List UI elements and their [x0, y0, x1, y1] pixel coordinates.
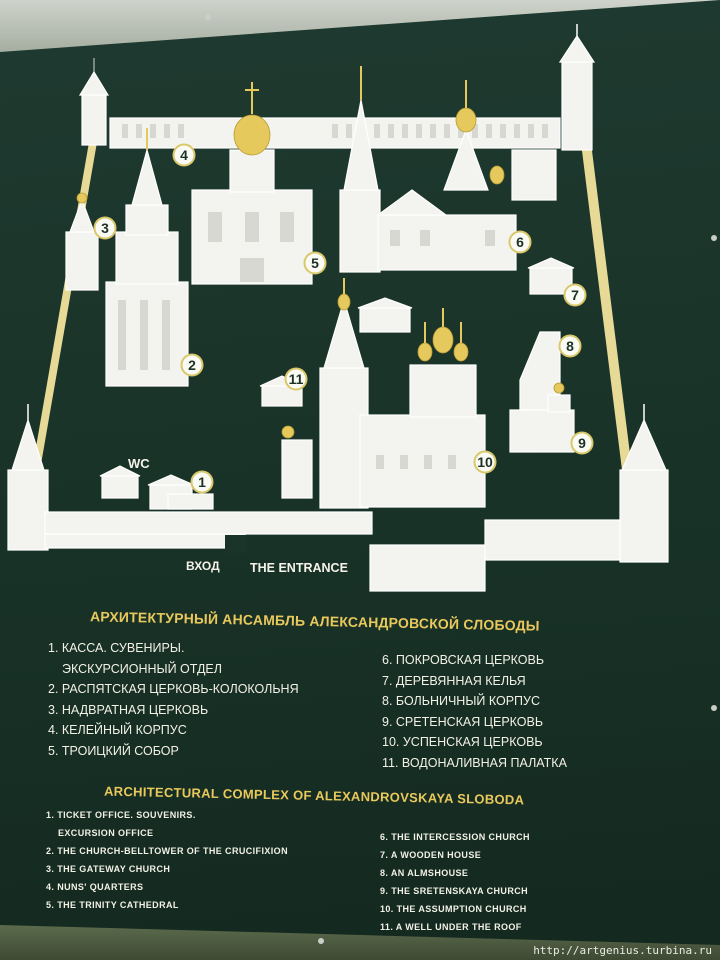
map-marker-number: 5	[311, 255, 319, 271]
map-marker-9: 9	[570, 431, 594, 455]
legend-item: 11. A WELL UNDER THE ROOF	[380, 922, 522, 932]
building-nuns-quarters	[109, 117, 561, 149]
legend-item: 11. ВОДОНАЛИВНАЯ ПАЛАТКА	[382, 755, 567, 770]
legend-item: 4. КЕЛЕЙНЫЙ КОРПУС	[48, 723, 187, 737]
legend-item: 3. НАДВРАТНАЯ ЦЕРКОВЬ	[48, 702, 209, 717]
map-marker-7: 7	[563, 283, 587, 307]
building-assumption-church	[281, 278, 486, 509]
map-marker-1: 1	[190, 470, 214, 494]
legend-item: 9. THE SRETENSKAYA CHURCH	[380, 886, 529, 896]
legend-ru-right: 6. ПОКРОВСКАЯ ЦЕРКОВЬ 7. ДЕРЕВЯННАЯ КЕЛЬ…	[382, 650, 567, 773]
legend-item: 5. THE TRINITY CATHEDRAL	[46, 900, 179, 910]
legend-en-right: 6. THE INTERCESSION CHURCH 7. A WOODEN H…	[380, 828, 530, 936]
building-almshouse	[519, 331, 561, 411]
legend-item: 7. A WOODEN HOUSE	[380, 850, 482, 860]
east-wall	[575, 95, 632, 470]
watermark: http://artgenius.turbina.ru	[533, 944, 712, 957]
map-marker-10: 10	[473, 450, 497, 474]
legend-item: 7. ДЕРЕВЯННАЯ КЕЛЬЯ	[382, 673, 526, 688]
map-marker-3: 3	[93, 216, 117, 240]
legend-item: 1. КАССА. СУВЕНИРЫ.	[48, 641, 185, 655]
tower-northwest	[78, 58, 110, 146]
legend-item: 2. THE CHURCH-BELLTOWER OF THE CRUCIFIXI…	[46, 846, 288, 856]
legend-item: ЭКСКУРСИОННЫЙ ОТДЕЛ	[62, 661, 222, 676]
map-marker-number: 6	[516, 234, 524, 250]
building-belltower-crucifixion	[105, 128, 189, 387]
rivet	[711, 705, 717, 711]
tower-northeast	[558, 24, 596, 151]
map-marker-number: 7	[571, 287, 579, 303]
tower-southeast	[619, 404, 669, 563]
legend-item: 5. ТРОИЦКИЙ СОБОР	[48, 743, 179, 758]
map-marker-5: 5	[303, 251, 327, 275]
map-marker-8: 8	[558, 334, 582, 358]
legend-item: EXCURSION OFFICE	[58, 828, 154, 838]
legend-item: 4. NUNS' QUARTERS	[46, 882, 144, 892]
map-marker-6: 6	[508, 230, 532, 254]
map-marker-number: 4	[180, 147, 188, 163]
legend-item: 10. УСПЕНСКАЯ ЦЕРКОВЬ	[382, 735, 543, 749]
legend-item: 8. БОЛЬНИЧНЫЙ КОРПУС	[382, 694, 540, 708]
tower-southwest	[7, 404, 49, 551]
map-marker-number: 1	[198, 474, 206, 490]
legend-item: 1. TICKET OFFICE. SOUVENIRS.	[46, 810, 196, 820]
map-marker-number: 11	[289, 371, 304, 387]
legend-en-left: 1. TICKET OFFICE. SOUVENIRS. EXCURSION O…	[46, 806, 288, 914]
building-sretenskaya-church	[509, 382, 575, 453]
building-wc	[99, 465, 141, 499]
rivet	[205, 14, 211, 20]
entrance-label-ru: ВХОД	[186, 559, 220, 573]
rivet	[711, 235, 717, 241]
legend-item: 6. ПОКРОВСКАЯ ЦЕРКОВЬ	[382, 653, 545, 667]
rivet	[318, 938, 324, 944]
map-marker-2: 2	[180, 353, 204, 377]
entrance-label-en: THE ENTRANCE	[250, 561, 348, 575]
legend-item: 3. THE GATEWAY CHURCH	[46, 864, 171, 874]
legend-item: 10. THE ASSUMPTION CHURCH	[380, 904, 527, 914]
building-small-house	[357, 297, 413, 333]
building-gateway-church	[65, 192, 99, 291]
map-marker-number: 10	[477, 454, 493, 470]
building-ticket-office	[147, 474, 214, 510]
map-marker-number: 8	[566, 338, 574, 354]
building-intercession-church	[339, 66, 557, 273]
legend-item: 6. THE INTERCESSION CHURCH	[380, 832, 530, 842]
legend-item: 8. AN ALMSHOUSE	[380, 868, 469, 878]
legend-ru-left: 1. КАССА. СУВЕНИРЫ. ЭКСКУРСИОННЫЙ ОТДЕЛ …	[48, 638, 299, 761]
map-marker-number: 2	[188, 357, 196, 373]
legend-item: 9. СРЕТЕНСКАЯ ЦЕРКОВЬ	[382, 714, 544, 729]
map-marker-number: 9	[578, 435, 586, 451]
south-wall	[44, 511, 621, 592]
building-trinity-cathedral	[191, 82, 313, 285]
map-marker-11: 11	[284, 367, 308, 391]
map-marker-4: 4	[172, 143, 196, 167]
wc-label: WC	[128, 456, 150, 471]
map-marker-number: 3	[101, 220, 109, 236]
legend-item: 2. РАСПЯТСКАЯ ЦЕРКОВЬ-КОЛОКОЛЬНЯ	[48, 682, 299, 696]
